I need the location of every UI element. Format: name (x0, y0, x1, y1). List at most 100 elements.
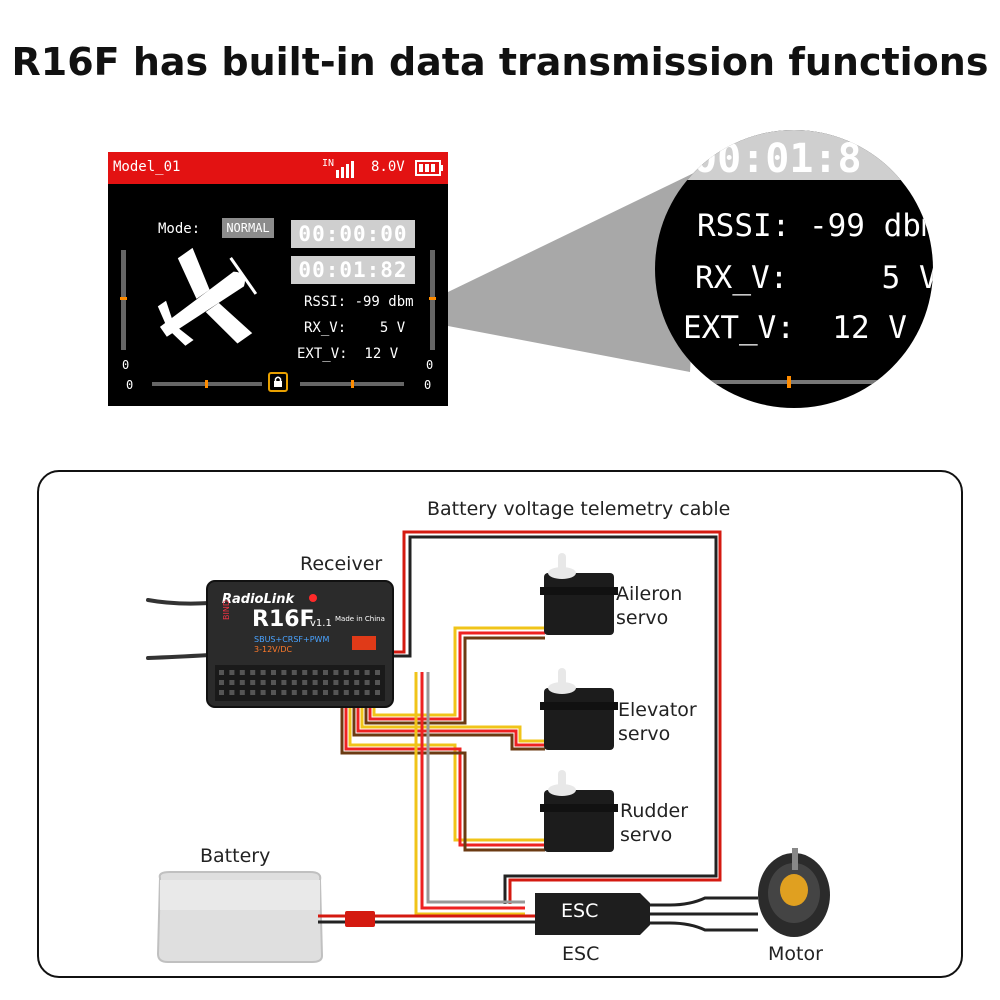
screen-status-bar (108, 152, 448, 184)
mode-label: Mode: (158, 221, 201, 237)
esc-body-text: ESC (561, 900, 599, 922)
zoom-magnifier: 00:01:8 RSSI: -99 dbm RX_V: 5 V EXT_V: 1… (655, 130, 933, 408)
receiver-pin (271, 670, 276, 675)
receiver-pin (302, 680, 308, 685)
receiver-pin (302, 690, 308, 695)
receiver-pin (354, 690, 360, 695)
receiver-pin (354, 680, 360, 685)
elevator-label-line2: servo (618, 723, 671, 745)
trim-bottom-right-value: 0 (424, 378, 432, 392)
signal-icon (336, 161, 354, 178)
battery-label: Battery (200, 845, 271, 867)
battery-pack (156, 871, 324, 963)
receiver-pin (333, 670, 339, 675)
receiver-led (309, 594, 317, 602)
rssi-readout: RSSI: -99 dbm (304, 294, 414, 310)
receiver-pin (219, 680, 224, 685)
receiver-pin (364, 670, 370, 675)
rx-voltage-readout: RX_V: 5 V (304, 320, 406, 336)
zoom-timer-box (685, 130, 925, 180)
ext-voltage-readout: EXT_V: 12 V (297, 346, 399, 362)
telemetry-cable-label: Battery voltage telemetry cable (427, 498, 731, 520)
lock-icon (268, 372, 288, 392)
receiver-pin-header (219, 670, 380, 695)
receiver-pin (343, 670, 349, 675)
trim-bottom-left-value: 0 (126, 378, 134, 392)
receiver-pin (291, 690, 297, 695)
receiver-pin (354, 670, 360, 675)
receiver-pin (250, 680, 256, 685)
receiver-pin (333, 690, 339, 695)
receiver-pin (312, 670, 318, 675)
receiver-pin (250, 670, 256, 675)
receiver-pin (239, 670, 245, 675)
receiver-pin (250, 690, 256, 695)
model-name: Model_01 (113, 159, 181, 175)
receiver-pin (229, 690, 235, 695)
receiver-pin (219, 670, 224, 675)
receiver-pin (219, 690, 224, 695)
transmitter-screen: Model_01 IN 8.0V Mode: NORMAL 00:00:00 0… (108, 152, 448, 406)
trim-bars (120, 250, 436, 388)
receiver-pin (375, 690, 380, 695)
receiver-pin (239, 680, 245, 685)
receiver-pin (364, 680, 370, 685)
receiver-pin (239, 690, 245, 695)
receiver-voltage: 3-12V/DC (254, 645, 293, 654)
rudder-label-line1: Rudder (620, 800, 689, 822)
receiver-label: Receiver (300, 553, 383, 575)
trim-left-value: 0 (122, 358, 130, 372)
receiver-pin (260, 690, 266, 695)
aileron-servo-icon (540, 553, 618, 635)
receiver-pin (281, 670, 287, 675)
receiver-pin (302, 670, 308, 675)
receiver-pin (375, 680, 380, 685)
battery-voltage: 8.0V (371, 159, 405, 175)
receiver-model: R16F (252, 607, 315, 632)
wiring-diagram-frame (37, 470, 963, 978)
receiver-antennas (146, 598, 212, 660)
zoom-timer: 00:01:8 (693, 136, 862, 182)
esc-signal-wire (414, 672, 525, 916)
trim-right-value: 0 (426, 358, 434, 372)
timer-2: 00:01:82 (291, 256, 415, 284)
aileron-label-line1: Aileron (616, 583, 683, 605)
elevator-servo-icon (540, 668, 618, 750)
receiver-pin (229, 670, 235, 675)
receiver-protocols: SBUS+CRSF+PWM (254, 635, 330, 644)
telemetry-cable (390, 530, 722, 904)
motor-label: Motor (768, 943, 823, 965)
aileron-label-line2: servo (616, 607, 669, 629)
receiver-bind-label: BIND (222, 600, 231, 620)
receiver-brand: RadioLink (222, 592, 295, 607)
rudder-servo-icon (540, 770, 618, 852)
receiver-pin (312, 690, 318, 695)
receiver-pin (323, 670, 328, 675)
receiver-pin (323, 680, 328, 685)
motor-icon (758, 848, 830, 937)
zoom-trim-bar (695, 376, 915, 388)
receiver-pin (281, 690, 287, 695)
receiver-origin: Made in China (335, 615, 385, 623)
receiver-pin (229, 680, 235, 685)
receiver-pin (312, 680, 318, 685)
receiver-pin (271, 680, 276, 685)
esc-label: ESC (562, 943, 600, 965)
receiver-pin (343, 690, 349, 695)
airplane-icon (157, 247, 258, 346)
receiver-pin (281, 680, 287, 685)
page-title: R16F has built-in data transmission func… (11, 40, 989, 84)
battery-lead (318, 914, 345, 924)
receiver-pin (333, 680, 339, 685)
timer-1: 00:00:00 (291, 220, 415, 248)
receiver-version: v1.1 (310, 618, 332, 629)
receiver-pin (260, 680, 266, 685)
zoom-rssi: RSSI: -99 dbm (697, 208, 933, 244)
rudder-label-line2: servo (620, 824, 673, 846)
zoom-ext-voltage: EXT_V: 12 V (683, 310, 907, 346)
elevator-label-line1: Elevator (618, 699, 697, 721)
receiver-pin (291, 680, 297, 685)
esc-body (535, 893, 650, 935)
